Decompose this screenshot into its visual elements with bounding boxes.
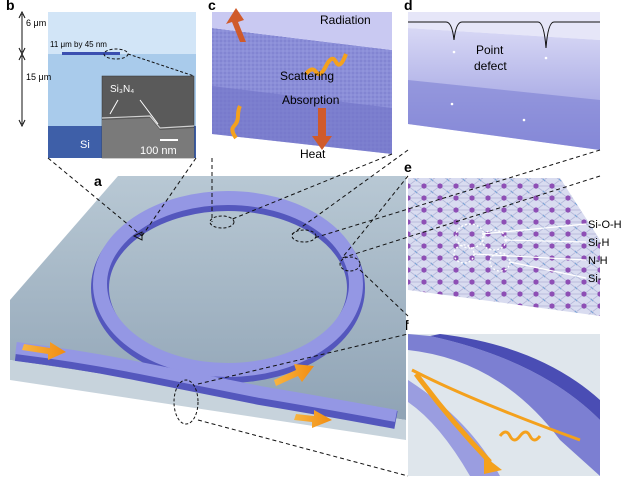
- bond-label-sih: Si-H: [588, 237, 609, 249]
- heat-arrow: [312, 108, 332, 150]
- waveguide-dims-label: 11 μm by 45 nm: [50, 40, 107, 49]
- point-defect-label-line1: Point: [476, 43, 504, 57]
- waveguide-core: [62, 52, 120, 55]
- zoom-circle-e: [339, 256, 361, 272]
- si-label: Si: [80, 139, 90, 151]
- point-defect-label-line2: defect: [474, 59, 507, 73]
- bond-label-nh: N-H: [588, 255, 608, 267]
- f-photon: [498, 430, 542, 442]
- point-defect-1: [452, 50, 456, 54]
- scattering-label: Scattering: [280, 69, 334, 83]
- scale-bar-label: 100 nm: [140, 145, 177, 157]
- panel-a-letter: a: [94, 173, 102, 189]
- panel-e: e Si-O-H Si-H N-H Si-: [404, 159, 622, 316]
- bond-label-si: Si-: [588, 273, 602, 285]
- lattice: [408, 178, 600, 316]
- absorbed-photon: [230, 105, 242, 140]
- radiation-arrow: [226, 8, 246, 42]
- ring-segment: [408, 334, 600, 476]
- ring-arrow: [274, 364, 314, 386]
- panel-c-letter: c: [208, 0, 216, 13]
- absorption-label: Absorption: [282, 93, 339, 107]
- panel-c: c Radiation Scattering Absorption Heat: [208, 0, 392, 161]
- scattered-photon: [304, 53, 348, 76]
- output-arrow: [294, 410, 332, 428]
- zoom-circle-c: [209, 215, 235, 229]
- panel-d-letter: d: [404, 0, 413, 13]
- point-defect-2: [544, 56, 548, 60]
- bus-segment: [408, 380, 500, 476]
- si3n4-label: Si₃N₄: [110, 84, 134, 95]
- connector-lines: [47, 149, 601, 477]
- top-thickness-label: 6 μm: [26, 18, 46, 28]
- zoom-circle-f: [173, 379, 199, 425]
- panel-f-letter: f: [404, 317, 409, 333]
- heat-label: Heat: [300, 147, 326, 161]
- top-cladding: [48, 12, 196, 54]
- defect-trace: [408, 21, 600, 49]
- zoom-circle-d: [291, 229, 317, 243]
- panel-a: a: [10, 173, 406, 440]
- bus-light: [413, 372, 492, 464]
- radiation-label: Radiation: [320, 13, 371, 27]
- bond-label-sioh: Si-O-H: [588, 219, 622, 231]
- bottom-thickness-label: 15 μm: [26, 72, 51, 82]
- panel-d: d Point defect: [404, 0, 600, 150]
- panel-e-letter: e: [404, 159, 412, 175]
- input-arrow: [22, 342, 66, 360]
- panel-b: b 6 μm 15 μm 11 μm by 45 nm Si₃N₄ 100 nm…: [6, 0, 196, 159]
- panel-b-letter: b: [6, 0, 15, 13]
- coupled-light: [411, 368, 581, 442]
- panel-f: f: [404, 317, 600, 476]
